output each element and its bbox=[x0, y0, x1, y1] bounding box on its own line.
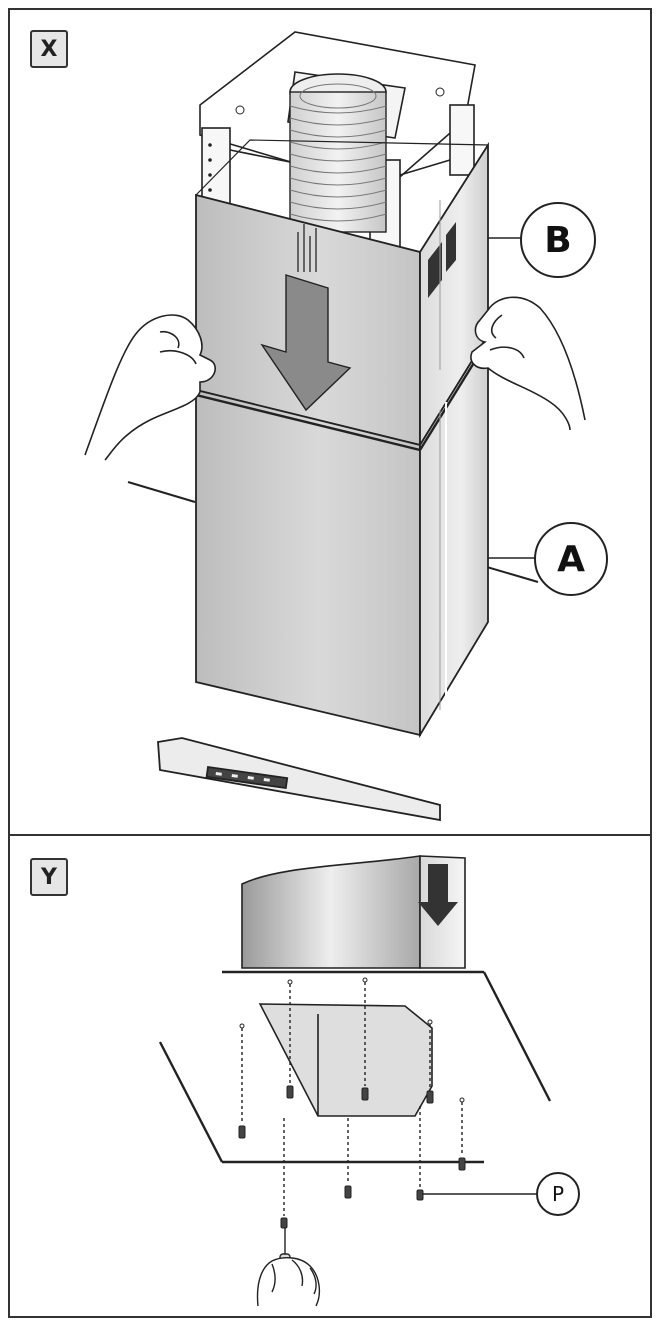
motion-lines bbox=[297, 224, 317, 272]
chimney-assembly-illustration bbox=[84, 31, 586, 822]
down-arrow bbox=[260, 274, 352, 412]
down-arrow-small bbox=[418, 864, 458, 926]
hood-canopy bbox=[157, 737, 441, 822]
right-hand bbox=[470, 296, 586, 431]
screw-guide-lines bbox=[241, 982, 463, 1216]
flexible-duct bbox=[289, 73, 387, 233]
callout-b: B bbox=[520, 202, 596, 278]
canopy-outline bbox=[158, 970, 552, 1164]
lower-chimney-section-a bbox=[195, 331, 490, 739]
left-hand bbox=[84, 314, 216, 461]
callout-a: A bbox=[534, 522, 608, 596]
panel-x: X B A bbox=[8, 8, 652, 836]
screws bbox=[238, 1085, 466, 1229]
callout-p: P bbox=[536, 1172, 580, 1216]
panel-label-y: Y bbox=[30, 858, 68, 896]
mounting-plate bbox=[258, 1003, 433, 1117]
vent-slots bbox=[428, 222, 456, 298]
screw-hole-marks bbox=[239, 977, 465, 1103]
panel-label-x: X bbox=[30, 30, 68, 68]
panel-y: Y P bbox=[8, 834, 652, 1318]
callout-leaders bbox=[488, 237, 536, 559]
canopy-screw-fixing-illustration bbox=[158, 855, 552, 1307]
ceiling-lines bbox=[127, 481, 539, 583]
hand-with-screwdriver bbox=[256, 1257, 321, 1307]
